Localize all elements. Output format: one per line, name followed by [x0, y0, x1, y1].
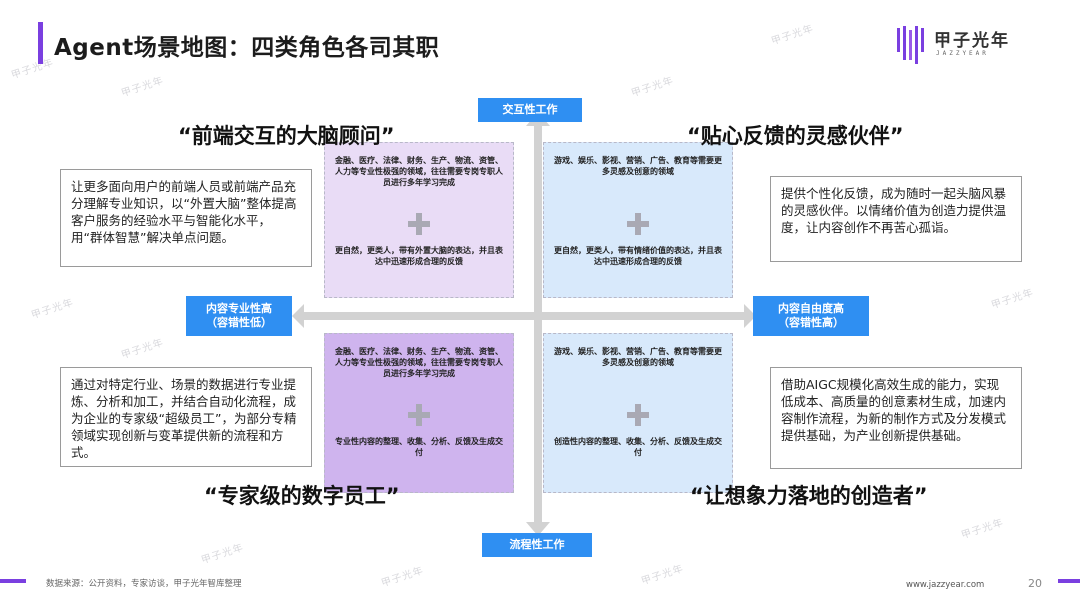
axis-label-bottom: 流程性工作: [482, 533, 592, 557]
quadrant-bottom-left: 金融、医疗、法律、财务、生产、物流、资管、人力等专业性极强的领域，往往需要专岗专…: [324, 333, 514, 493]
axis-label-left-line1: 内容专业性高: [206, 302, 272, 315]
data-source: 数据来源：公开资料，专家访谈，甲子光年智库整理: [46, 579, 242, 589]
page-number: 20: [1028, 577, 1042, 590]
role-description-top-right: 提供个性化反馈，成为随时一起头脑风暴的灵感伙伴。以情绪价值为创造力提供温度，让内…: [770, 176, 1022, 262]
axis-label-right-line2: （容错性高）: [778, 316, 844, 329]
quadrant-bottom-right: 游戏、娱乐、影视、营销、广告、教育等需要更多灵感及创意的领域 创造性内容的整理、…: [543, 333, 733, 493]
page-title: Agent场景地图：四类角色各司其职: [54, 35, 440, 61]
quadrant-top-right: 游戏、娱乐、影视、营销、广告、教育等需要更多灵感及创意的领域 更自然，更类人，带…: [543, 142, 733, 298]
role-description-top-left: 让更多面向用户的前端人员或前端产品充分理解专业知识，以“外置大脑”整体提高客户服…: [60, 169, 312, 267]
footer-accent-right: [1058, 579, 1080, 583]
axis-label-left-line2: （容错性低）: [206, 316, 272, 329]
quadrant-capability-text: 更自然，更类人，带有情绪价值的表达，并且表达中迅速形成合理的反馈: [554, 246, 722, 266]
role-heading-top-left: “前端交互的大脑顾问”: [178, 124, 395, 148]
brand-name: 甲子光年: [934, 31, 1010, 51]
quadrant-domain-text: 游戏、娱乐、影视、营销、广告、教育等需要更多灵感及创意的领域: [554, 156, 722, 176]
quadrant-domain-text: 金融、医疗、法律、财务、生产、物流、资管、人力等专业性极强的领域，往往需要专岗专…: [335, 347, 503, 378]
quadrant-capability-text: 专业性内容的整理、收集、分析、反馈及生成交付: [335, 437, 503, 457]
brand-subname: JAZZYEAR: [936, 50, 989, 57]
role-heading-bottom-left: “专家级的数字员工”: [204, 484, 400, 508]
quadrant-domain-text: 金融、医疗、法律、财务、生产、物流、资管、人力等专业性极强的领域，往往需要专岗专…: [335, 156, 503, 187]
website-link[interactable]: www.jazzyear.com: [906, 580, 985, 590]
plus-icon: [408, 213, 430, 235]
plus-icon: [408, 404, 430, 426]
jazzyear-logo-icon: [897, 26, 924, 64]
axis-label-right-line1: 内容自由度高: [778, 302, 844, 315]
role-heading-bottom-right: “让想象力落地的创造者”: [690, 484, 928, 508]
axis-label-left: 内容专业性高 （容错性低）: [186, 296, 292, 336]
quadrant-capability-text: 更自然，更类人，带有外置大脑的表达，并且表达中迅速形成合理的反馈: [335, 246, 503, 266]
title-accent-bar: [38, 22, 43, 64]
axis-label-top: 交互性工作: [478, 98, 582, 122]
plus-icon: [627, 213, 649, 235]
role-description-bottom-right: 借助AIGC规模化高效生成的能力，实现低成本、高质量的创意素材生成，加速内容制作…: [770, 367, 1022, 469]
quadrant-capability-text: 创造性内容的整理、收集、分析、反馈及生成交付: [554, 437, 722, 457]
quadrant-top-left: 金融、医疗、法律、财务、生产、物流、资管、人力等专业性极强的领域，往往需要专岗专…: [324, 142, 514, 298]
role-heading-top-right: “贴心反馈的灵感伙伴”: [687, 124, 904, 148]
role-description-bottom-left: 通过对特定行业、场景的数据进行专业提炼、分析和加工，并结合自动化流程，成为企业的…: [60, 367, 312, 467]
axis-label-right: 内容自由度高 （容错性高）: [753, 296, 869, 336]
brand-logo: 甲子光年 JAZZYEAR: [896, 22, 1036, 68]
plus-icon: [627, 404, 649, 426]
quadrant-domain-text: 游戏、娱乐、影视、营销、广告、教育等需要更多灵感及创意的领域: [554, 347, 722, 367]
footer-accent-left: [0, 579, 26, 583]
